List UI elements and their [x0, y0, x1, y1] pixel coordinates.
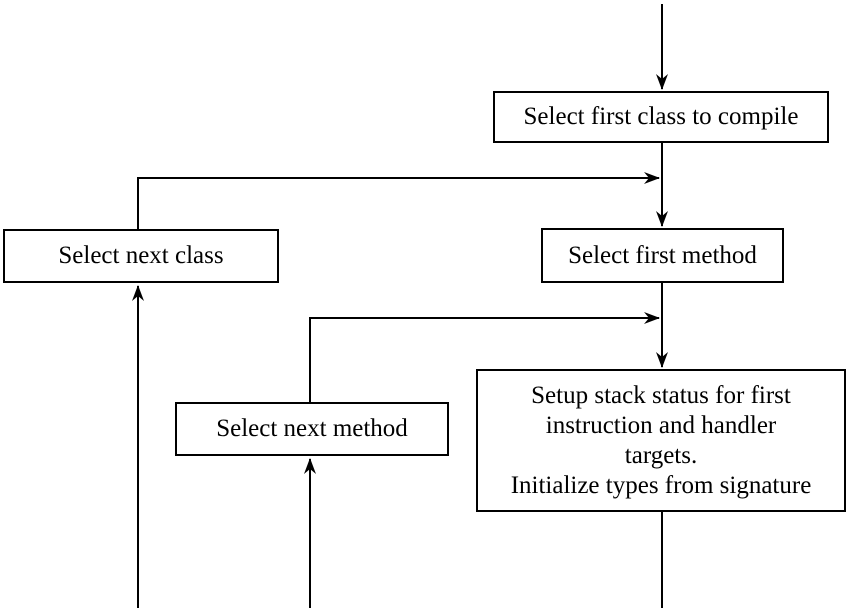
node-label-setup-stack-line2: instruction and handler [545, 411, 777, 439]
flow-node-select-next-method: Select next method [175, 402, 449, 456]
flow-node-select-first-method: Select first method [541, 228, 784, 283]
edge-next-class-loop [137, 172, 660, 229]
edge-next-method-loop [309, 312, 660, 402]
node-label-setup-stack-line3: targets. [624, 441, 698, 469]
flow-node-select-first-class: Select first class to compile [493, 91, 829, 143]
node-label-select-next-class: Select next class [58, 242, 224, 269]
flow-node-setup-stack-status: Setup stack status for first instruction… [476, 369, 846, 512]
node-label-select-first-class: Select first class to compile [523, 103, 799, 130]
node-label-select-next-method: Select next method [216, 415, 408, 442]
node-label-select-first-method: Select first method [568, 241, 757, 269]
node-label-setup-stack-line1: Setup stack status for first [531, 381, 791, 409]
flow-node-select-next-class: Select next class [3, 229, 279, 283]
node-label-setup-stack-line4: Initialize types from signature [510, 471, 812, 499]
